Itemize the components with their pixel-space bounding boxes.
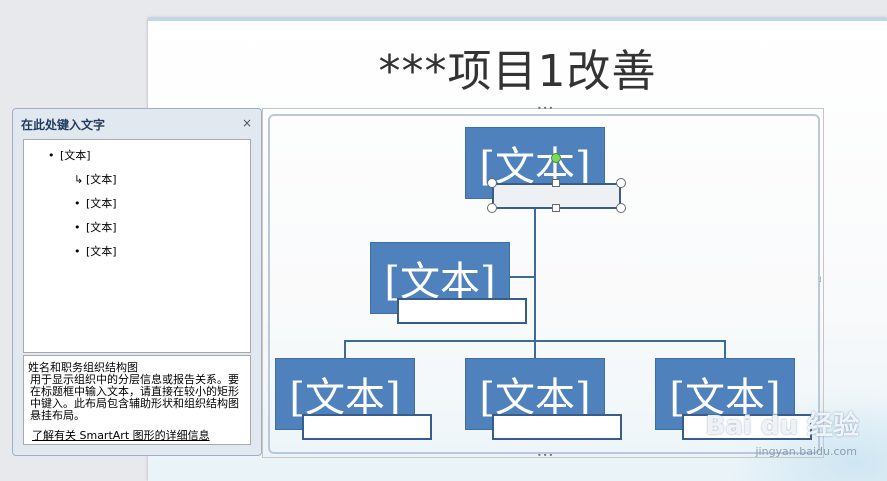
smartart-frame[interactable] [262, 108, 824, 458]
frame-handle-bottom[interactable]: ••• [537, 451, 555, 460]
watermark-url: jingyan.baidu.com [755, 445, 857, 458]
bullet-icon: • [74, 221, 81, 234]
text-pane-title: 在此处键入文字 [21, 118, 106, 132]
connector-assistant [505, 276, 535, 278]
connector-drop-right [724, 340, 726, 358]
connector-vertical [534, 207, 536, 341]
connector-drop-left [344, 340, 346, 358]
list-item[interactable]: •[文本] [48, 149, 91, 162]
text-pane-list[interactable]: •[文本] ↳[文本] •[文本] •[文本] •[文本] [23, 139, 251, 353]
list-item[interactable]: •[文本] [74, 245, 117, 258]
selection-handle-tr[interactable] [616, 178, 626, 188]
layout-name: 姓名和职务组织结构图 [28, 361, 138, 374]
selection-handle-tl[interactable] [487, 178, 497, 188]
connector-drop-middle [534, 340, 536, 358]
frame-handle-right[interactable]: ⁞ [819, 275, 823, 284]
bullet-icon: • [74, 197, 81, 210]
org-node-left-title-box[interactable] [302, 414, 432, 440]
selection-handle-br[interactable] [616, 203, 626, 213]
org-node-right-title-box[interactable] [682, 414, 812, 440]
bullet-icon: • [74, 245, 81, 258]
org-node-assistant-title-box[interactable] [397, 298, 527, 324]
sub-arrow-icon: ↳ [74, 173, 84, 186]
slide-title[interactable]: ***项目1改善 [378, 46, 657, 97]
selection-handle-bl[interactable] [487, 203, 497, 213]
selection-handle-top[interactable] [552, 179, 560, 187]
bullet-icon: • [48, 149, 55, 162]
org-node-middle-title-box[interactable] [492, 414, 622, 440]
frame-handle-top[interactable]: ••• [537, 104, 555, 113]
smartart-text-pane[interactable]: 在此处键入文字 × •[文本] ↳[文本] •[文本] •[文本] •[文本] … [12, 108, 262, 456]
learn-more-link[interactable]: 了解有关 SmartArt 图形的详细信息 [32, 429, 210, 442]
rotate-handle[interactable] [551, 153, 561, 163]
selection-handle-bottom[interactable] [552, 204, 560, 212]
close-icon[interactable]: × [241, 116, 252, 130]
list-item[interactable]: ↳[文本] [74, 173, 117, 186]
layout-info-box: 姓名和职务组织结构图 用于显示组织中的分层信息或报告关系。要在标题框中输入文本，… [23, 355, 251, 445]
watermark-logo: Bai du 经验 [705, 411, 860, 441]
list-item[interactable]: •[文本] [74, 197, 117, 210]
layout-description: 用于显示组织中的分层信息或报告关系。要在标题框中输入文本，请直接在较小的矩形中键… [30, 373, 239, 422]
list-item[interactable]: •[文本] [74, 221, 117, 234]
